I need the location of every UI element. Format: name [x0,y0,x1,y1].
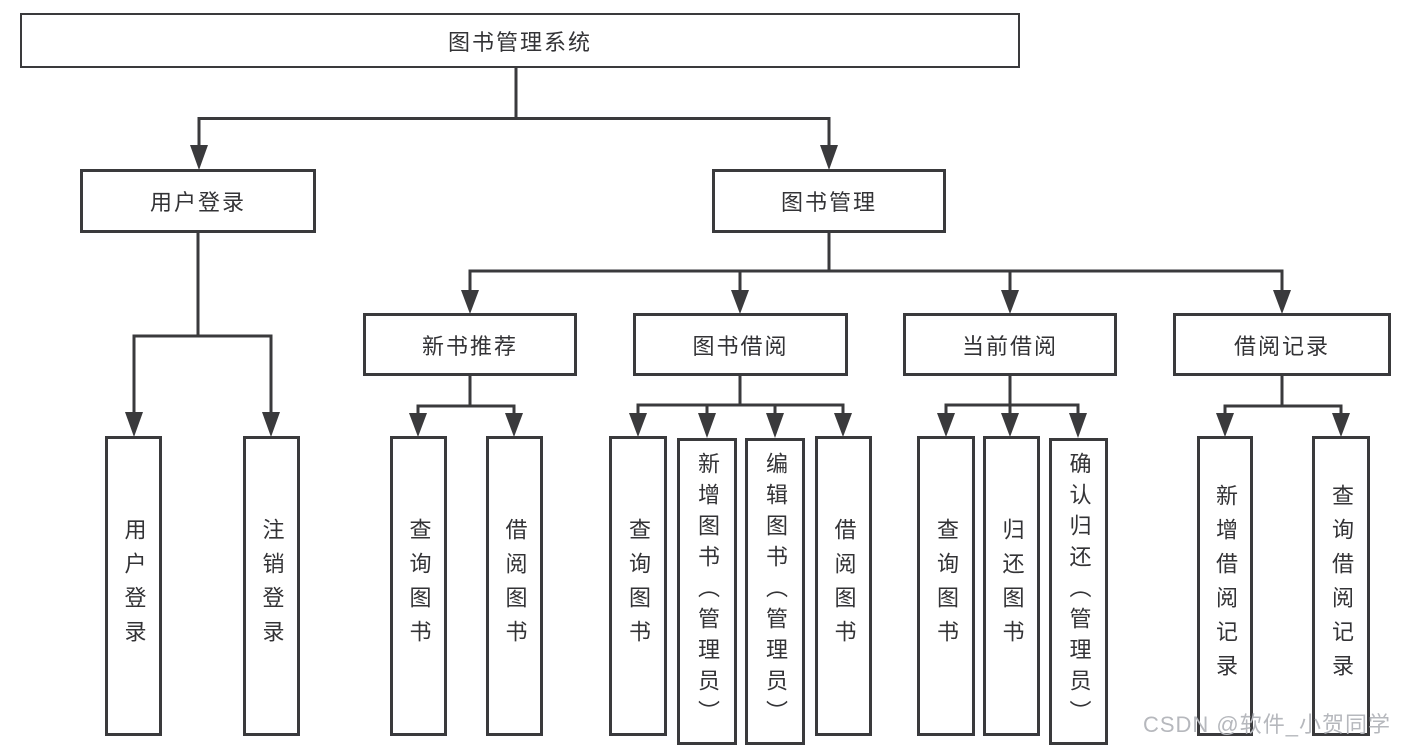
leaf-return-book: 归还图书 [983,436,1040,736]
node-new-book-recommend: 新书推荐 [363,313,577,376]
node-book-borrowing: 图书借阅 [633,313,848,376]
leaf-user-login: 用户登录 [105,436,162,736]
node-book-management: 图书管理 [712,169,946,233]
leaf-query-borrow-record: 查询借阅记录 [1312,436,1370,736]
node-root-library-system: 图书管理系统 [20,13,1020,68]
leaf-query-books-recommend: 查询图书 [390,436,447,736]
leaf-edit-book-admin: 编辑图书（管理员） [745,438,805,745]
leaf-borrow-books-recommend: 借阅图书 [486,436,543,736]
node-user-login: 用户登录 [80,169,316,233]
leaf-query-books-borrow: 查询图书 [609,436,667,736]
connector-userlogin-to-leaves [125,233,280,437]
node-current-borrowing: 当前借阅 [903,313,1117,376]
leaf-add-book-admin: 新增图书（管理员） [677,438,737,745]
leaf-query-books-current: 查询图书 [917,436,975,736]
leaf-add-borrow-record: 新增借阅记录 [1197,436,1253,736]
node-borrowing-records: 借阅记录 [1173,313,1391,376]
leaf-borrow-books-borrow: 借阅图书 [815,436,872,736]
connector-root-to-level2 [190,66,838,170]
csdn-watermark: CSDN @软件_小贺同学 [1142,712,1391,737]
connector-bookmgmt-to-level3 [461,233,1291,314]
leaf-logout: 注销登录 [243,436,300,736]
connector-borrowrecords-to-leaves [1216,376,1350,437]
connector-bookborrow-to-leaves [629,376,852,438]
leaf-confirm-return-admin: 确认归还（管理员） [1049,438,1108,745]
connector-currentborrow-to-leaves [937,376,1087,438]
connector-newbooks-to-leaves [409,376,523,437]
